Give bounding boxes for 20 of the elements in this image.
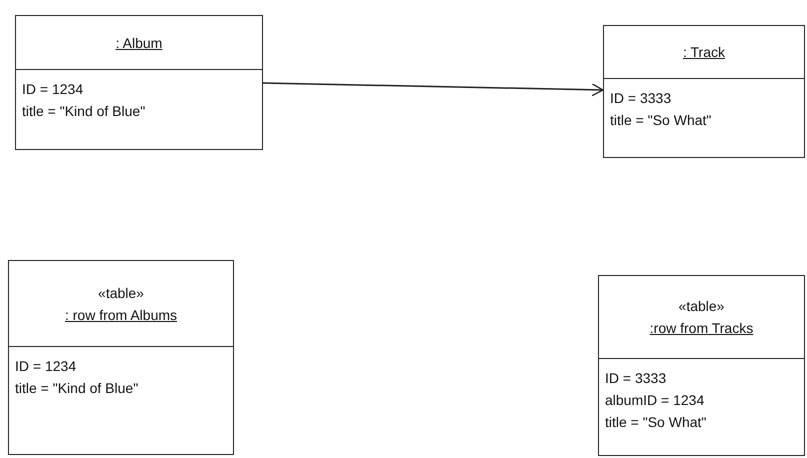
stereotype-label: «table» <box>98 284 144 302</box>
attribute-value: ID = 3333 <box>605 369 668 388</box>
attribute-value: ID = 3333 <box>610 89 672 108</box>
attribute-value: title = "Kind of Blue" <box>22 102 146 121</box>
object-name: : Track <box>682 43 725 62</box>
attribute-value: title = "So What" <box>610 111 712 130</box>
attribute-value: ID = 1234 <box>15 357 78 376</box>
attribute-value: title = "Kind of Blue" <box>15 379 140 398</box>
object-box <box>598 275 805 456</box>
object-name: :row from Tracks <box>650 319 754 338</box>
object-name: : Album <box>116 34 162 52</box>
object-box <box>15 15 263 150</box>
object-name: : row from Albums <box>64 306 178 324</box>
attribute-value: title = "So What" <box>605 413 708 432</box>
object-box <box>8 260 234 455</box>
object-box <box>603 25 805 158</box>
navigability-arrow <box>262 82 604 96</box>
attribute-value: albumID = 1234 <box>605 391 706 410</box>
attribute-value: ID = 1234 <box>22 80 84 99</box>
stereotype-label: «table» <box>678 297 724 316</box>
